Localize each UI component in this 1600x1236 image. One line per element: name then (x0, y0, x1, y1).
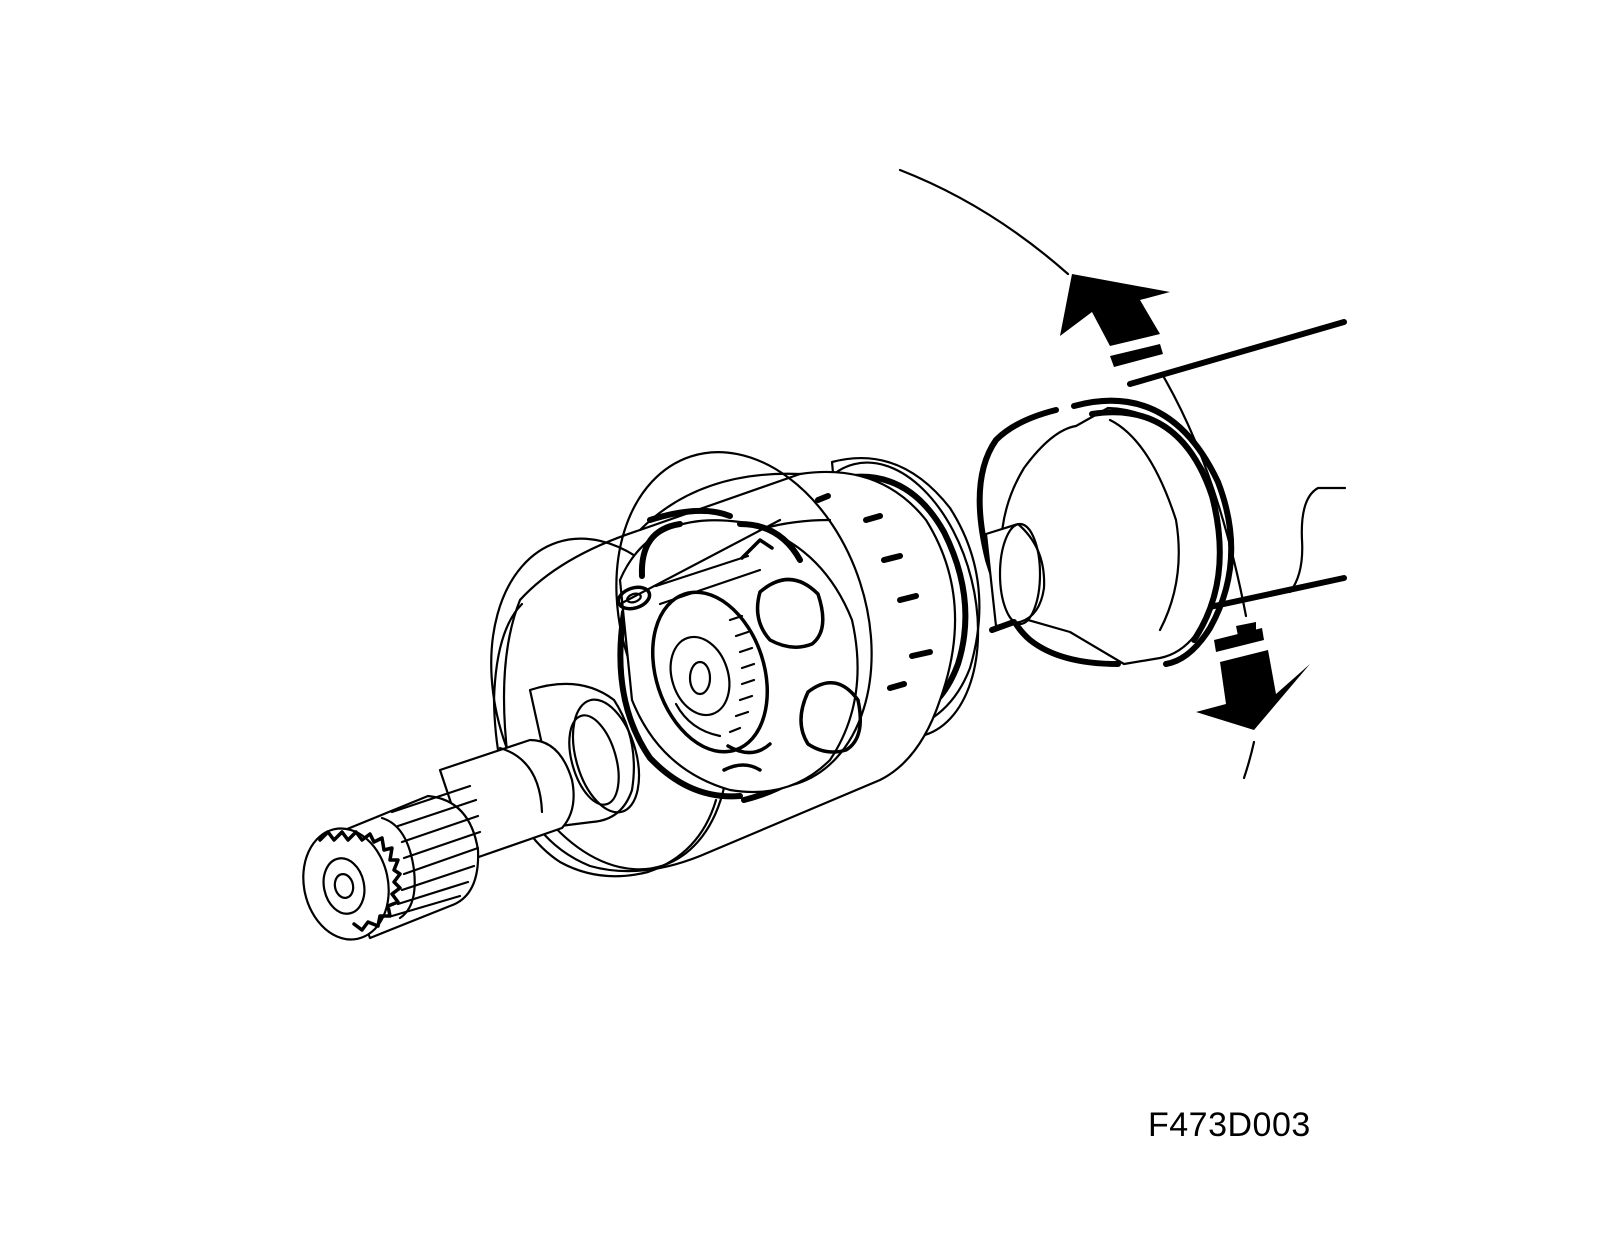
rotation-arrows-icon (898, 168, 1310, 780)
splined-shaft-icon (302, 682, 641, 941)
boot-neck-icon (984, 522, 1046, 633)
ball-cage-icon (618, 507, 862, 794)
figure-code-label: F473D003 (1148, 1106, 1311, 1144)
rubber-boot-icon (976, 397, 1235, 667)
locating-pin-icon (616, 518, 782, 611)
